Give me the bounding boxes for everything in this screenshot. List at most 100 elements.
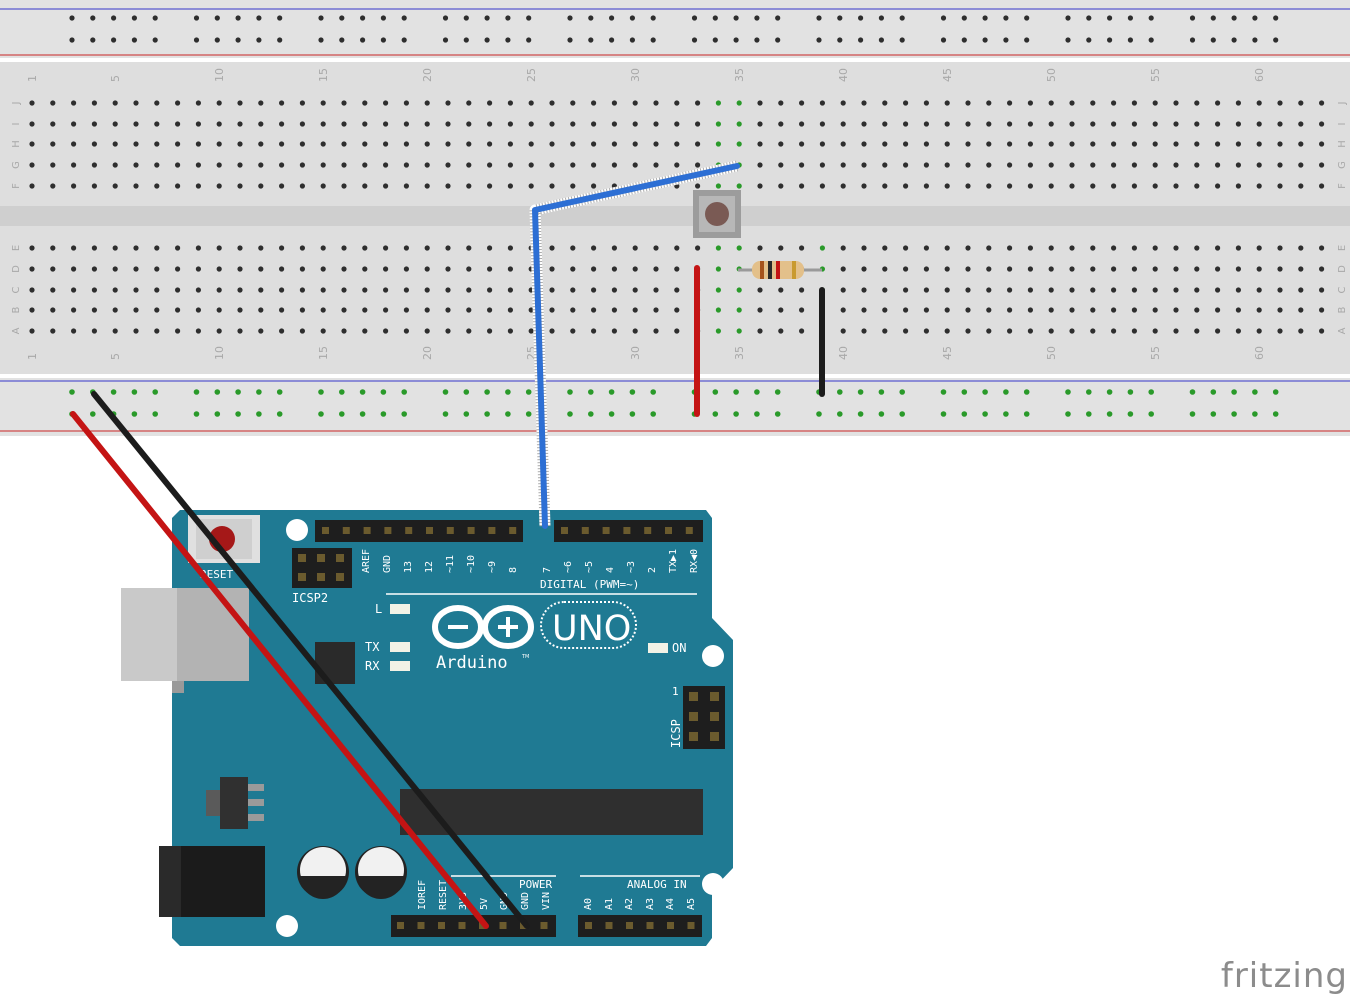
rail-hole — [442, 37, 449, 43]
rail-hole — [754, 389, 760, 395]
breadboard-hole — [133, 100, 139, 106]
breadboard-hole — [840, 141, 846, 147]
analog-pin-label: A0 — [583, 898, 594, 910]
wire-blue[interactable] — [532, 163, 740, 529]
rail-hole — [111, 15, 117, 21]
rail-hole — [588, 411, 594, 417]
breadboard-hole — [216, 245, 222, 251]
breadboard-hole — [632, 100, 638, 106]
breadboard-hole — [1007, 287, 1013, 293]
rail-hole — [235, 37, 241, 43]
breadboard-hole — [986, 141, 992, 147]
column-number-label: 55 — [1149, 68, 1162, 82]
breadboard-hole — [507, 141, 513, 147]
digital-pin-label: ~5 — [584, 561, 595, 573]
rail-hole — [1148, 15, 1154, 21]
breadboard-hole — [1007, 183, 1013, 189]
rail-hole — [1189, 15, 1196, 21]
rail-hole — [505, 411, 511, 417]
breadboard-hole — [778, 287, 784, 293]
breadboard-hole — [1152, 266, 1158, 272]
breadboard-hole — [424, 162, 430, 168]
breadboard-hole — [528, 183, 534, 189]
breadboard-hole — [279, 328, 285, 334]
breadboard-hole — [195, 266, 201, 272]
breadboard-hole — [1111, 121, 1117, 127]
rail-hole — [940, 389, 947, 395]
breadboard-hole — [965, 266, 971, 272]
breadboard-hole — [1319, 141, 1325, 147]
breadboard-hole — [424, 100, 430, 106]
breadboard-hole — [944, 266, 950, 272]
breadboard-hole — [778, 307, 784, 313]
rail-hole — [277, 37, 283, 43]
breadboard-hole — [1090, 328, 1096, 334]
breadboard-hole — [1090, 287, 1096, 293]
breadboard-hole — [466, 183, 472, 189]
breadboard-hole — [570, 287, 576, 293]
breadboard-hole — [757, 162, 763, 168]
breadboard-hole — [1131, 162, 1137, 168]
breadboard-hole — [258, 245, 264, 251]
breadboard-hole — [445, 307, 451, 313]
rail-hole — [629, 389, 636, 395]
row-letter-label: B — [1337, 306, 1348, 313]
breadboard-hole — [216, 307, 222, 313]
breadboard-hole — [403, 121, 409, 127]
breadboard-hole — [986, 162, 992, 168]
breadboard-hole — [71, 328, 77, 334]
rail-hole — [650, 37, 656, 43]
resistor — [738, 261, 822, 279]
breadboard-hole — [965, 141, 971, 147]
breadboard-hole — [695, 183, 701, 189]
rail-hole — [380, 389, 387, 395]
header-pin — [322, 527, 329, 534]
breadboard-hole — [840, 266, 846, 272]
breadboard-hole — [29, 307, 35, 313]
breadboard-hole — [695, 121, 701, 127]
wire-black-gnd[interactable] — [91, 391, 530, 929]
rail-hole — [380, 37, 386, 43]
breadboard-hole — [50, 266, 56, 272]
rail-hole — [567, 411, 573, 417]
breadboard-hole — [882, 245, 888, 251]
wire-red-5v[interactable] — [70, 411, 489, 929]
breadboard-hole — [903, 245, 909, 251]
breadboard-hole — [840, 100, 846, 106]
breadboard-hole — [320, 287, 326, 293]
header-pin — [426, 527, 433, 534]
breadboard-hole — [611, 245, 618, 251]
rail-hole — [588, 15, 594, 21]
header-pin — [384, 527, 392, 534]
breadboard-hole — [528, 100, 534, 106]
breadboard-hole — [1111, 183, 1117, 189]
breadboard-hole — [466, 245, 472, 251]
breadboard-hole — [861, 162, 867, 168]
breadboard-hole — [903, 287, 909, 293]
breadboard-hole — [175, 162, 181, 168]
rail-hole — [1210, 37, 1216, 43]
row-letter-label: E — [11, 245, 22, 251]
rail-hole — [1273, 15, 1279, 21]
breadboard-hole — [383, 287, 389, 293]
breadboard-hole — [882, 183, 888, 189]
breadboard-hole — [299, 162, 305, 168]
pushbutton[interactable] — [693, 190, 741, 238]
breadboard-hole — [507, 307, 513, 313]
row-letter-label: B — [11, 306, 22, 313]
rail-hole — [214, 389, 221, 395]
column-number-label: 10 — [213, 346, 226, 360]
breadboard-hole — [237, 141, 243, 147]
breadboard-hole — [986, 245, 992, 251]
breadboard-hole — [1048, 183, 1054, 189]
pushbutton-cap[interactable] — [705, 202, 729, 226]
rail-hole — [878, 15, 885, 21]
digital-pin-label: 13 — [403, 561, 414, 573]
row-letter-label: I — [1337, 123, 1348, 126]
rail-hole — [380, 15, 386, 21]
digital-pin-label: 12 — [424, 561, 435, 573]
rail-hole — [1272, 411, 1279, 417]
breadboard-hole — [819, 183, 826, 189]
breadboard-hole — [736, 183, 742, 189]
